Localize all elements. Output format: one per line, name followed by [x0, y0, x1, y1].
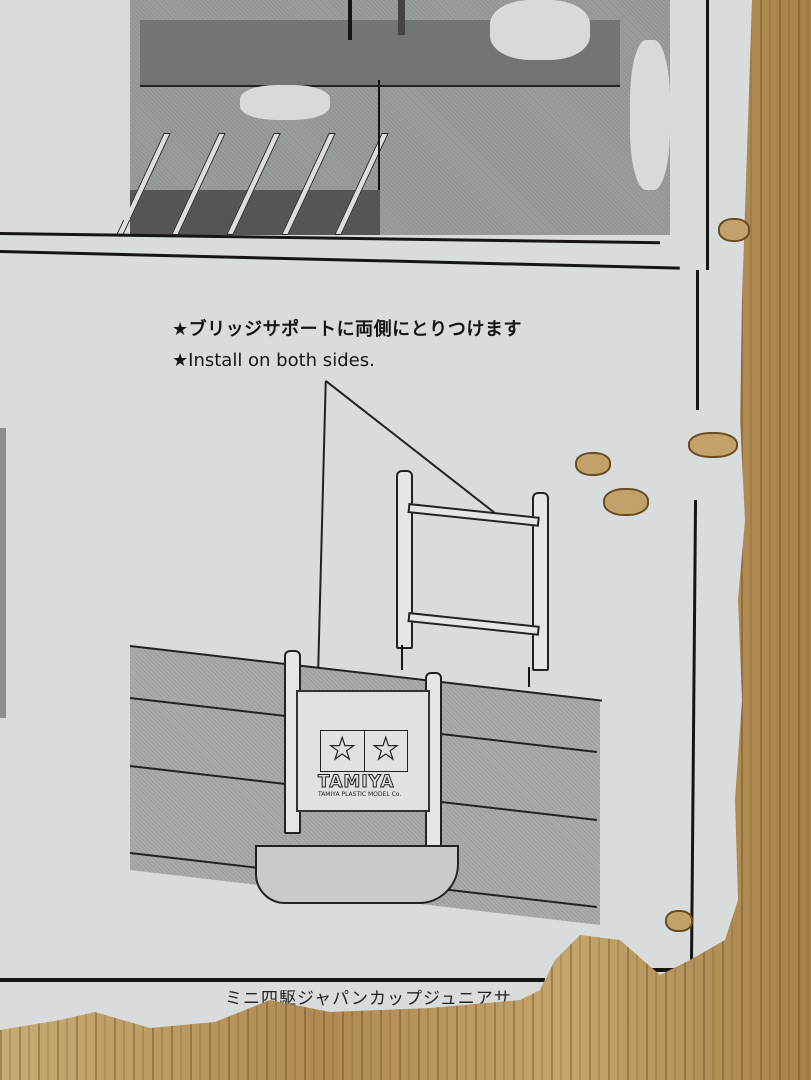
instruction-english: ★Install on both sides. [172, 350, 375, 371]
tamiya-logo-text: TAMIYA [318, 772, 395, 793]
paper-wear [630, 40, 670, 190]
bridge-support-post [396, 470, 413, 649]
leader-line [325, 380, 502, 519]
screw-arrow-icon [348, 0, 352, 40]
instruction-sheet: ★ブリッジサポートに両側にとりつけます ★Install on both sid… [0, 0, 752, 1030]
left-partial-diagram [0, 428, 6, 718]
instruction-japanese: ★ブリッジサポートに両側にとりつけます [172, 319, 522, 340]
tamiya-sign: ★ ★ TAMIYA TAMIYA PLASTIC MODEL Co. [296, 690, 430, 812]
frame-bottom-line [0, 978, 545, 982]
tamiya-star-logo: ★ ★ [320, 730, 408, 772]
bridge-support-bar [407, 612, 540, 636]
peeled-hole [688, 432, 738, 458]
top-diagram-panel [116, 0, 670, 235]
frame-right-line [689, 499, 698, 971]
down-arrow-icon [401, 645, 403, 670]
frame-right-line [696, 270, 699, 410]
bridge-support-bar [407, 503, 540, 527]
section-divider [0, 250, 680, 270]
stand-base [255, 845, 459, 904]
peeled-hole [665, 910, 693, 932]
tamiya-logo-subtext: TAMIYA PLASTIC MODEL Co. [318, 791, 402, 798]
peeled-hole [575, 452, 611, 476]
panel-corner-line [378, 80, 380, 190]
footer-title: ミニ四駆ジャパンカップジュニアサ [225, 989, 512, 1009]
paper-wear [240, 85, 330, 120]
screw-icon [398, 0, 405, 35]
star-icon: ★ [321, 731, 365, 771]
frame-right-line [706, 0, 709, 270]
down-arrow-icon [528, 667, 530, 687]
peeled-hole [603, 488, 649, 516]
paper-blank-area [0, 0, 130, 220]
peeled-hole [718, 218, 750, 242]
paper-wear [490, 0, 590, 60]
frame-bottom-line [615, 968, 695, 972]
star-icon: ★ [372, 731, 400, 767]
